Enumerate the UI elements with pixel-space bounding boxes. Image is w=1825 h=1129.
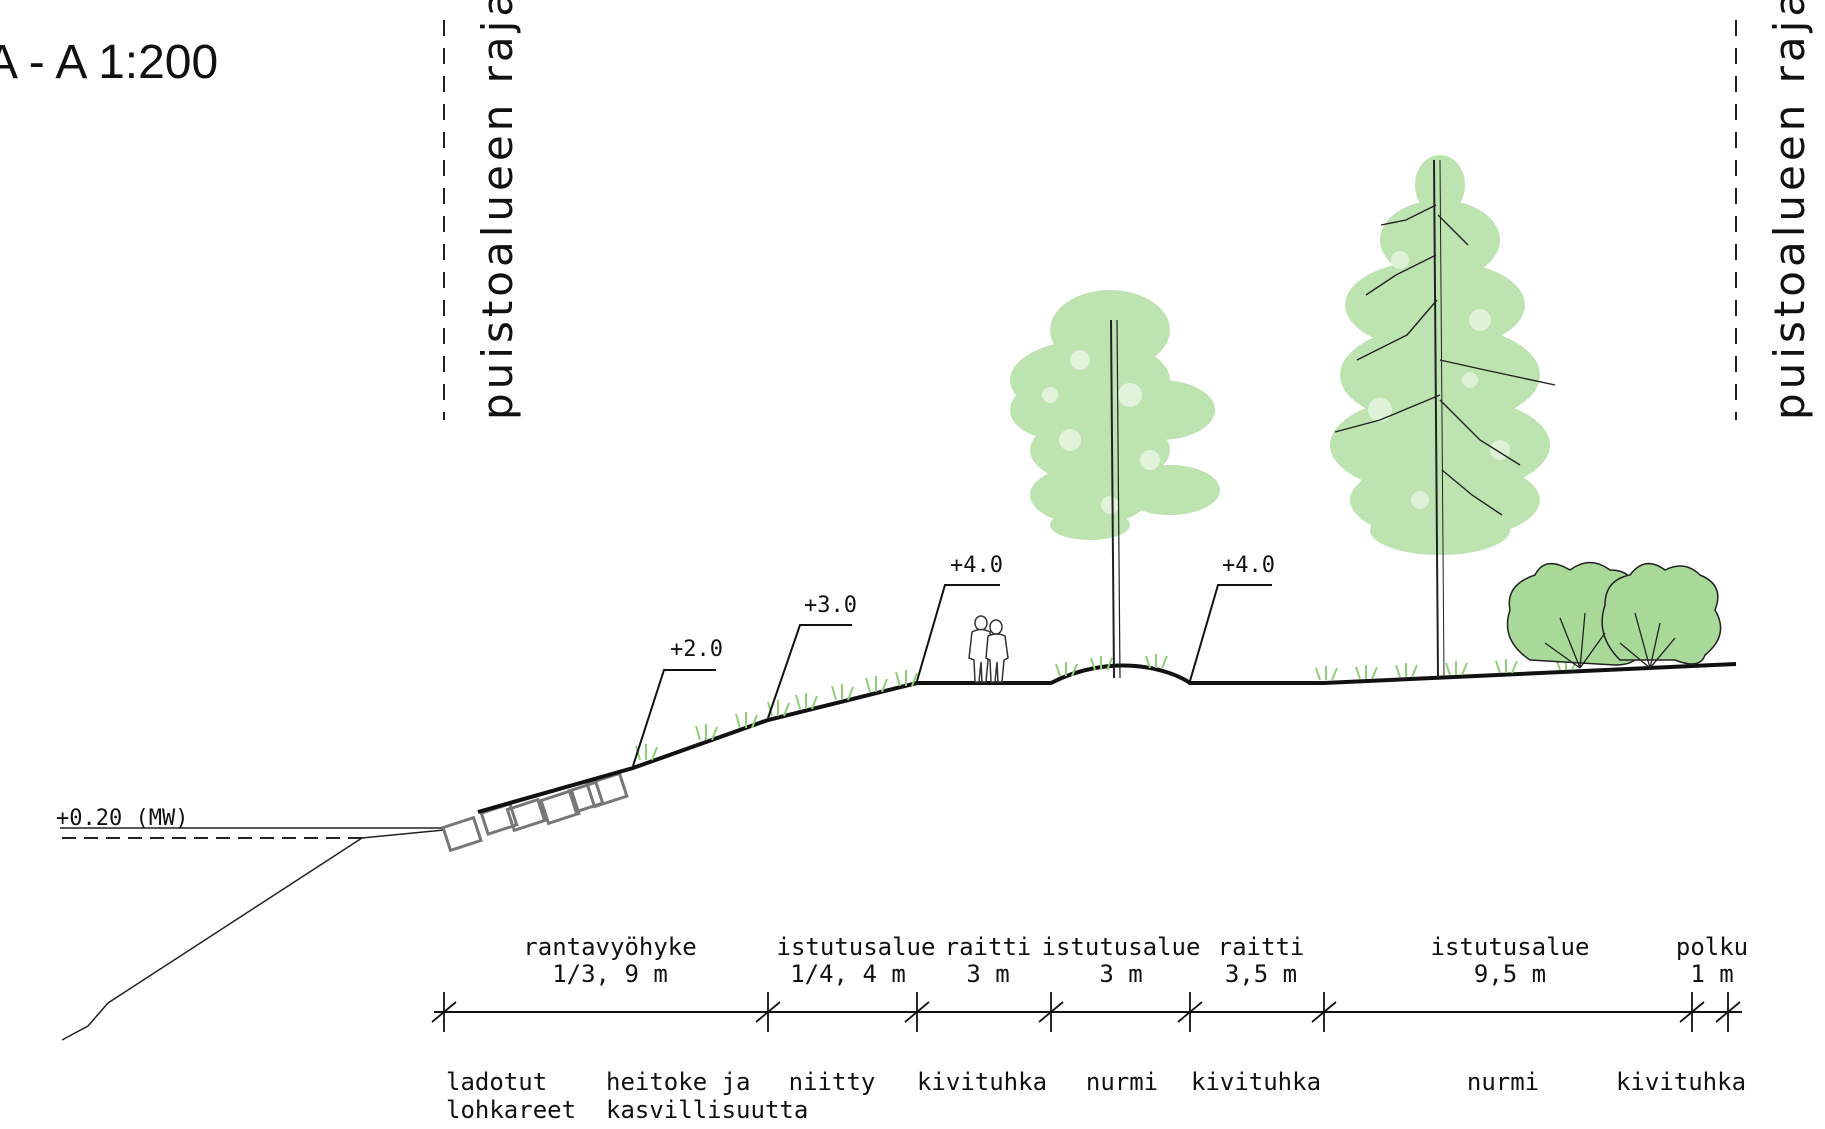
zone-name: rantavyöhyke xyxy=(523,933,696,961)
shrub-icon xyxy=(1506,561,1722,669)
elevation-label-2: +2.0 xyxy=(670,637,723,662)
material-labels: ladotut lohkareet heitoke ja kasvillisuu… xyxy=(446,1068,1746,1124)
water-level-label: +0.20 (MW) xyxy=(56,806,188,831)
underwater-slope xyxy=(61,829,445,1041)
zone-name: polku xyxy=(1676,933,1748,961)
elevation-leader-3 xyxy=(767,624,852,719)
person-silhouette-icon xyxy=(968,615,1009,683)
riprap-stones xyxy=(441,771,629,853)
material-label: nurmi xyxy=(1467,1068,1539,1096)
material-label: nurmi xyxy=(1086,1068,1158,1096)
zone-size: 1 m xyxy=(1690,960,1733,988)
boundary-label-right: puistoalueen raja xyxy=(1765,0,1814,420)
deciduous-tree-icon xyxy=(1010,290,1220,679)
material-label: heitoke ja xyxy=(606,1068,751,1096)
elevation-label-3: +3.0 xyxy=(804,593,857,618)
elevation-label-4b: +4.0 xyxy=(1222,553,1275,578)
zone-name: raitti xyxy=(945,933,1032,961)
material-label: niitty xyxy=(789,1068,876,1096)
elevation-leader-4a xyxy=(916,584,1000,682)
zone-name: raitti xyxy=(1218,933,1305,961)
grass-tufts xyxy=(635,654,1578,761)
conifer-tree-icon xyxy=(1330,155,1556,679)
elevation-label-4a: +4.0 xyxy=(950,553,1003,578)
material-label: kivituhka xyxy=(917,1068,1047,1096)
zone-size: 3 m xyxy=(1099,960,1142,988)
material-label: lohkareet xyxy=(446,1096,576,1124)
zone-name: istutusalue xyxy=(1431,933,1590,961)
material-label: kivituhka xyxy=(1616,1068,1746,1096)
zone-size: 9,5 m xyxy=(1474,960,1546,988)
zone-name: istutusalue xyxy=(1042,933,1201,961)
dimension-line xyxy=(431,992,1742,1032)
zone-name: istutusalue xyxy=(777,933,936,961)
zone-size: 1/3, 9 m xyxy=(552,960,668,988)
material-label: ladotut xyxy=(446,1068,547,1096)
ground-profile xyxy=(477,662,1737,814)
elevation-leader-4b xyxy=(1189,584,1272,682)
zone-labels: rantavyöhyke 1/3, 9 m istutusalue 1/4, 4… xyxy=(523,933,1748,988)
elevation-leader-2 xyxy=(632,669,716,767)
zone-size: 3 m xyxy=(966,960,1009,988)
section-title: A - A 1:200 xyxy=(0,36,218,89)
zone-size: 3,5 m xyxy=(1225,960,1297,988)
material-label: kivituhka xyxy=(1191,1068,1321,1096)
boundary-label-left: puistoalueen raja xyxy=(473,0,522,420)
zone-size: 1/4, 4 m xyxy=(790,960,906,988)
material-label: kasvillisuutta xyxy=(606,1096,808,1124)
